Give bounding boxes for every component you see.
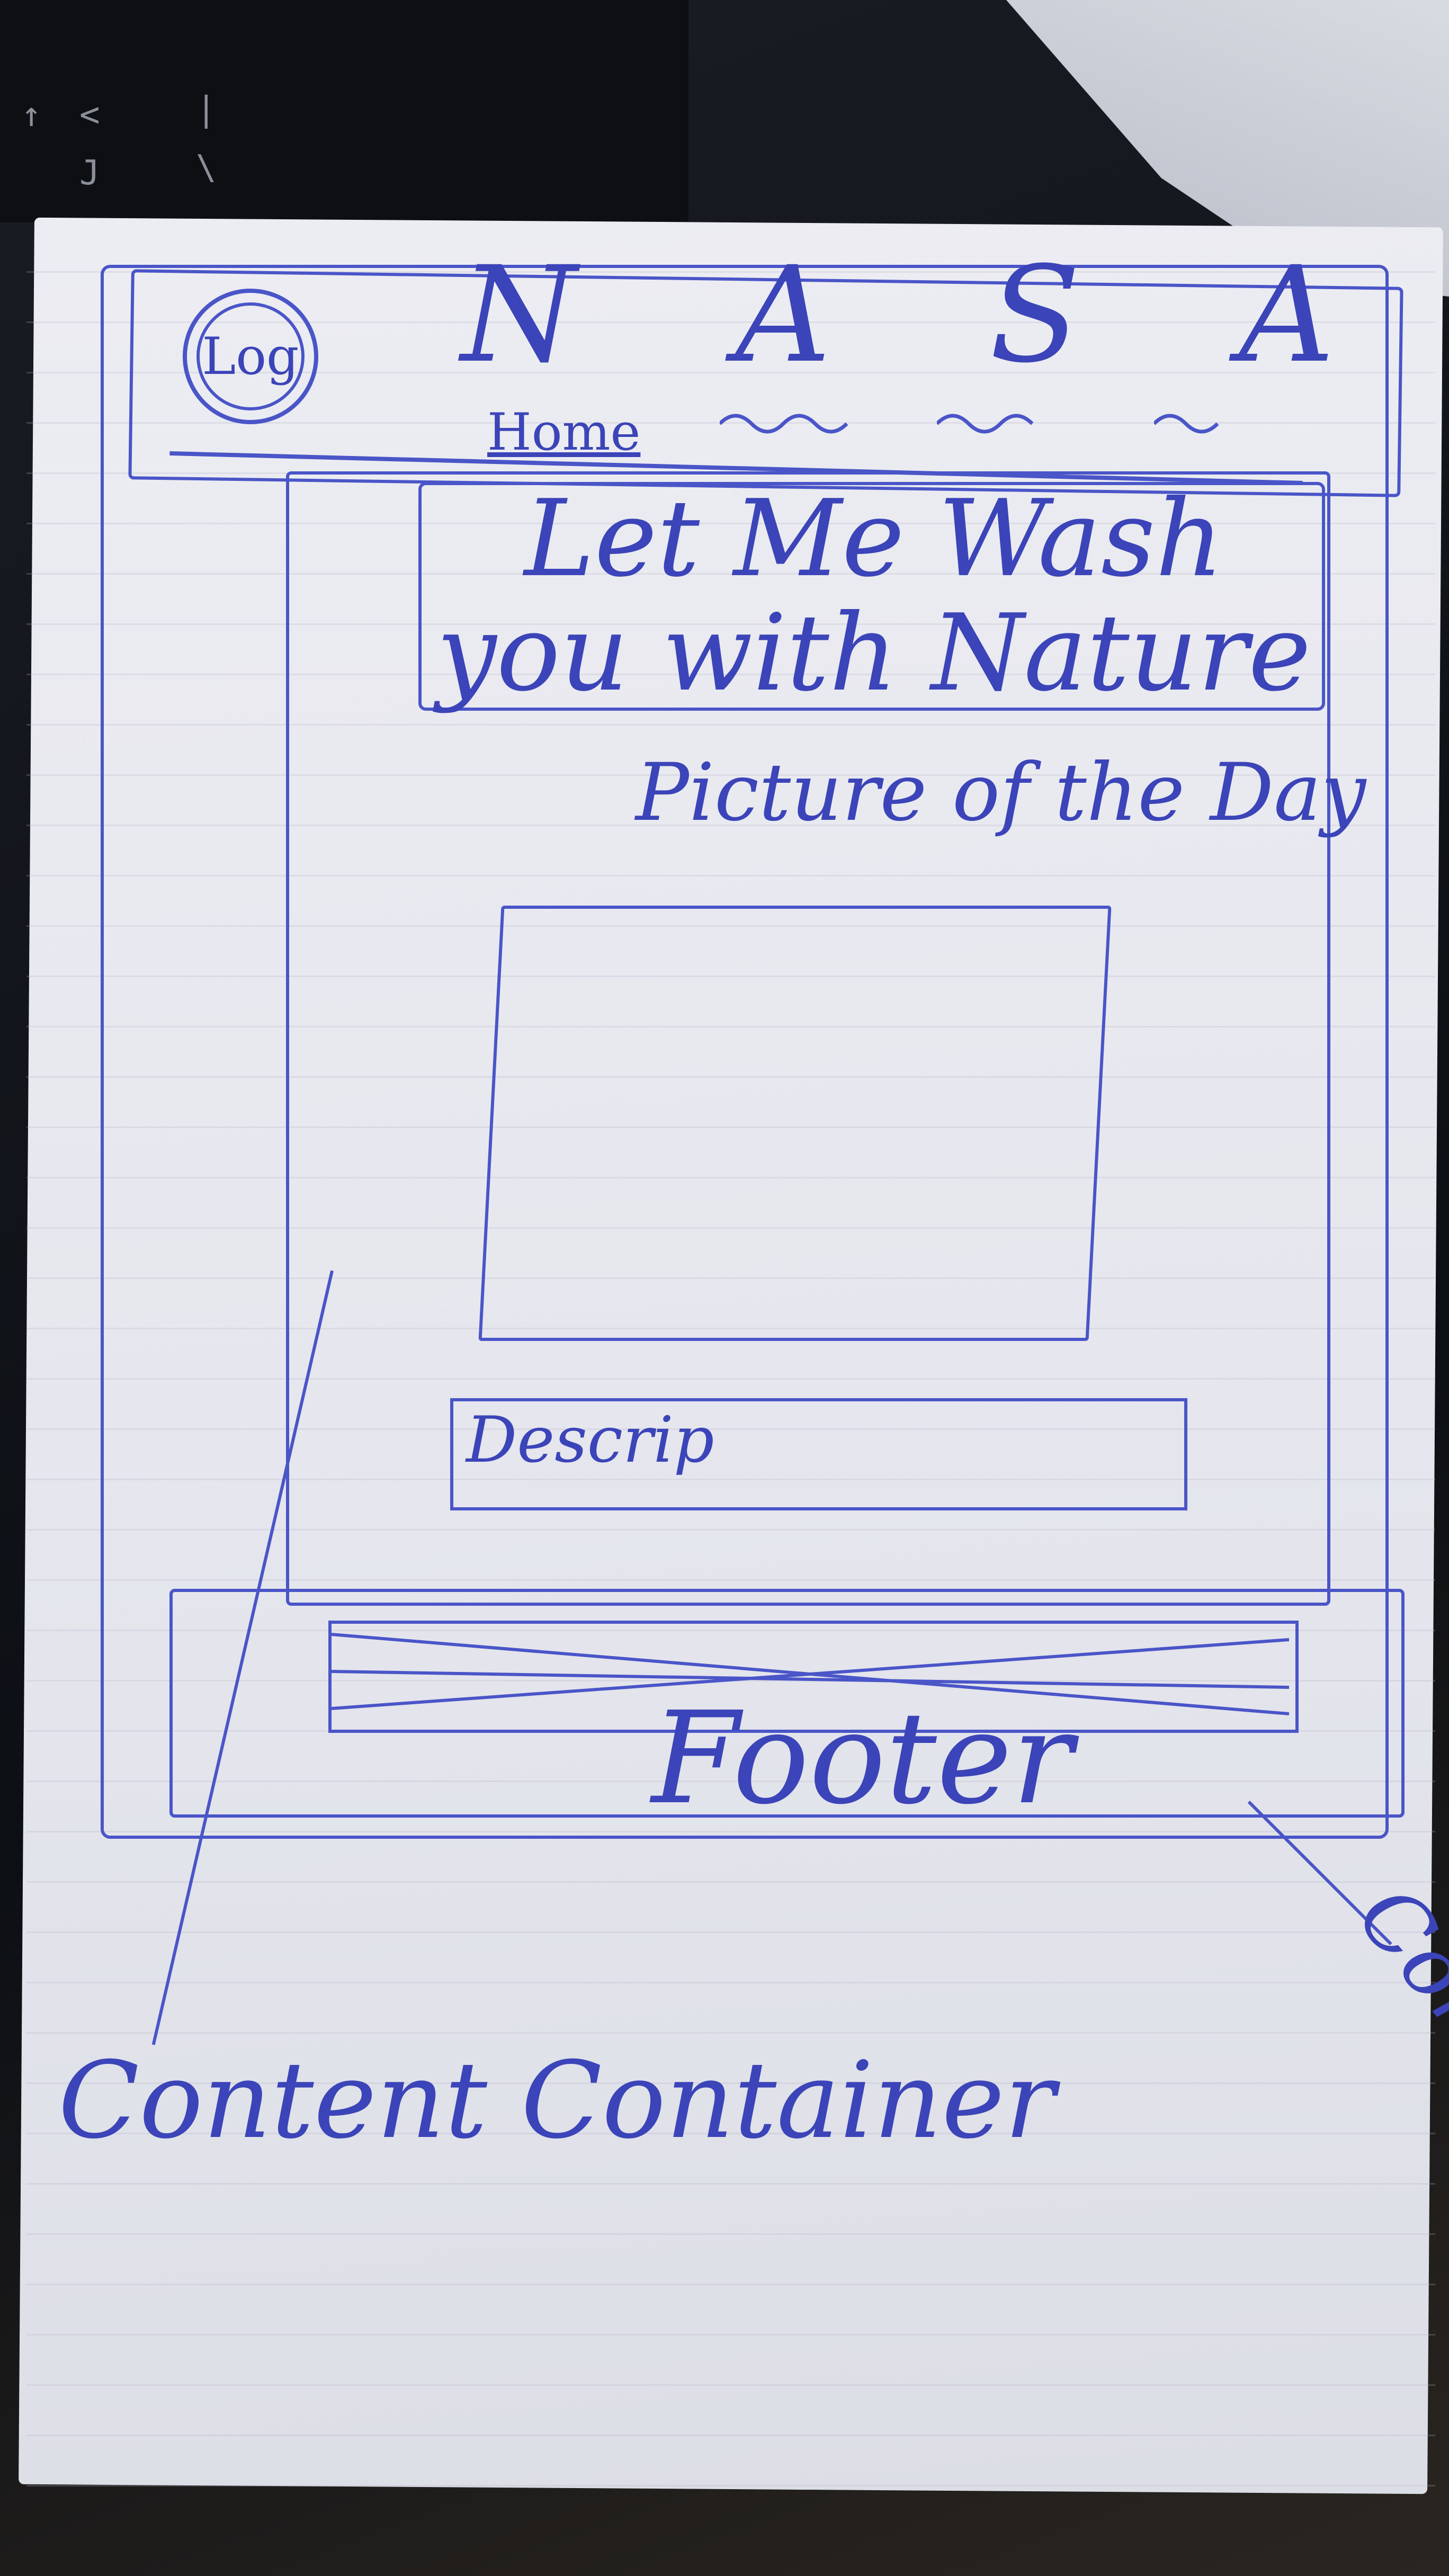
logo-inner-ring xyxy=(196,302,305,410)
description-label: Descrip xyxy=(466,1403,714,1477)
keyboard-key: < xyxy=(79,95,100,135)
title-letter: A xyxy=(735,238,831,392)
crossed-out-element xyxy=(328,1621,1299,1733)
keyboard-key: J xyxy=(79,154,100,193)
logo[interactable]: Log xyxy=(183,289,318,424)
keyboard-key: \ xyxy=(196,148,217,187)
hero-box xyxy=(418,482,1325,711)
nav-home-link[interactable]: Home xyxy=(487,402,641,462)
title-letter: A xyxy=(1239,238,1335,392)
nav-bar: Home xyxy=(487,402,1292,462)
content-container-annotation: Content Container xyxy=(58,2039,1056,2162)
nav-link-placeholder[interactable] xyxy=(1154,402,1292,434)
content-container xyxy=(286,471,1330,1606)
keyboard-key: ↑ xyxy=(21,95,42,135)
keyboard-key: | xyxy=(196,90,217,129)
site-title: N A S A xyxy=(461,249,1335,381)
description-box xyxy=(450,1398,1187,1510)
title-letter: S xyxy=(989,238,1080,392)
hero-heading: Let Me Wash you with Nature xyxy=(436,477,1311,715)
footer-box xyxy=(169,1589,1405,1818)
keyboard: ↑ < | J \ xyxy=(0,0,688,222)
picture-of-the-day-heading: Picture of the Day xyxy=(636,747,1366,839)
picture-of-the-day-image[interactable] xyxy=(478,906,1112,1341)
nav-link-placeholder[interactable] xyxy=(937,402,1075,434)
footer-label: Footer xyxy=(651,1684,1073,1832)
title-letter: N xyxy=(461,238,577,392)
page-outline xyxy=(101,265,1389,1839)
nav-link-placeholder[interactable] xyxy=(720,402,857,434)
